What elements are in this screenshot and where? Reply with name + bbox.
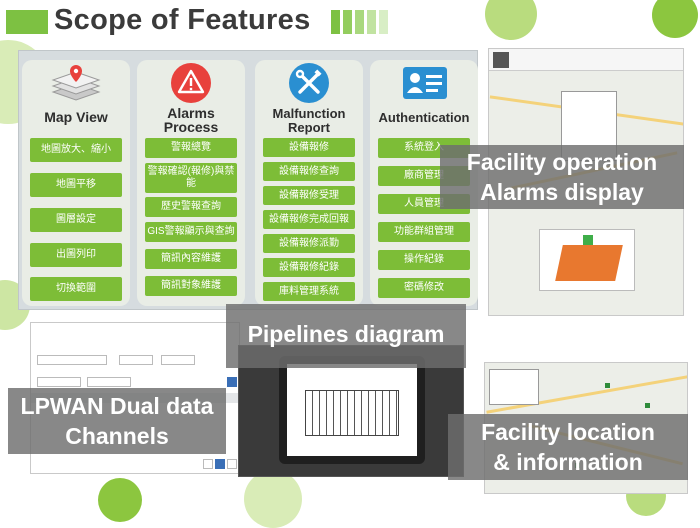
operation-log-button[interactable]: 操作紀錄 <box>378 250 470 270</box>
alarm-overview-button[interactable]: 警報總覽 <box>145 138 237 158</box>
overlay-line: Alarms display <box>480 179 644 205</box>
column-map-view: Map View 地圖放大、縮小 地圖平移 圖層設定 出圖列印 切換範圍 <box>22 60 130 306</box>
title-stripe <box>343 10 352 34</box>
id-card-icon <box>403 67 447 99</box>
building-orange-block <box>555 245 623 281</box>
alarm-history-button[interactable]: 歷史警報查詢 <box>145 197 237 217</box>
overlay-line: LPWAN Dual data <box>20 393 214 419</box>
column-malfunction-report: Malfunction Report 設備報修 設備報修查詢 設備報修受理 設備… <box>255 60 363 306</box>
overlay-line: & information <box>493 449 643 475</box>
lpwan-overlay: LPWAN Dual data Channels <box>8 388 226 454</box>
app-toolbar <box>489 49 683 71</box>
overlay-line: Pipelines diagram <box>247 321 445 347</box>
map-layers-icon <box>51 65 101 101</box>
page-title: Scope of Features <box>54 4 311 36</box>
select-field <box>87 377 131 387</box>
alert-icon <box>171 63 211 103</box>
column-authentication: Authentication 系統登入 廠商管理 人員管理 功能群組管理 操作紀… <box>370 60 478 306</box>
decor-circle <box>652 0 698 38</box>
column-alarms-process: Alarms Process 警報總覽 警報確認(報修)與禁能 歷史警報查詢 G… <box>137 60 245 306</box>
facility-location-overlay: Facility location & information <box>448 414 688 480</box>
map-pan-button[interactable]: 地圖平移 <box>30 173 122 197</box>
select-field <box>37 377 81 387</box>
search-icon-button <box>227 377 237 387</box>
title-stripe <box>379 10 388 34</box>
repair-dispatch-button[interactable]: 設備報修派勤 <box>263 234 355 253</box>
sms-recipient-button[interactable]: 簡訊對象維護 <box>145 276 237 296</box>
overlay-line: Facility location <box>481 419 655 445</box>
facility-marker <box>645 403 650 408</box>
repair-complete-button[interactable]: 設備報修完成回報 <box>263 210 355 229</box>
column-title: Authentication <box>378 110 470 125</box>
title-stripe <box>331 10 340 34</box>
map-zoom-button[interactable]: 地圖放大、縮小 <box>30 138 122 162</box>
pagination-box <box>227 459 237 469</box>
decor-circle <box>244 470 302 528</box>
alarm-confirm-button[interactable]: 警報確認(報修)與禁能 <box>145 163 237 193</box>
building-green-marker <box>583 235 593 245</box>
app-logo <box>493 52 509 68</box>
pagination-box-active <box>215 459 225 469</box>
layer-settings-button[interactable]: 圖層設定 <box>30 208 122 232</box>
column-title-line1: Alarms <box>167 105 215 121</box>
facility-operation-overlay: Facility operation Alarms display <box>440 145 684 209</box>
repair-accept-button[interactable]: 設備報修受理 <box>263 186 355 205</box>
gis-alarm-button[interactable]: GIS警報顯示與查詢 <box>145 222 237 242</box>
title-stripe <box>367 10 376 34</box>
column-title-line2: Process <box>163 119 219 135</box>
switch-extent-button[interactable]: 切換範圍 <box>30 277 122 301</box>
column-title-line1: Malfunction <box>272 106 346 121</box>
title-stripe <box>355 10 364 34</box>
column-title: Map View <box>44 109 108 125</box>
pagination-box <box>203 459 213 469</box>
search-panel <box>489 369 539 405</box>
print-map-button[interactable]: 出圖列印 <box>30 243 122 267</box>
form-field <box>119 355 153 365</box>
form-field <box>37 355 107 365</box>
form-field <box>161 355 195 365</box>
repair-query-button[interactable]: 設備報修查詢 <box>263 162 355 181</box>
repair-log-button[interactable]: 設備報修紀錄 <box>263 258 355 277</box>
inventory-system-button[interactable]: 庫料管理系統 <box>263 282 355 301</box>
password-change-button[interactable]: 密碼修改 <box>378 278 470 298</box>
pipelines-overlay: Pipelines diagram <box>226 304 466 368</box>
blueprint-grid <box>305 390 399 436</box>
facility-marker <box>605 383 610 388</box>
title-accent-block <box>6 10 48 34</box>
wrench-screwdriver-icon <box>289 63 329 103</box>
repair-request-button[interactable]: 設備報修 <box>263 138 355 157</box>
column-title-line2: Report <box>288 120 330 135</box>
group-management-button[interactable]: 功能群組管理 <box>378 222 470 242</box>
decor-circle <box>485 0 537 40</box>
overlay-line: Channels <box>65 423 169 449</box>
decor-circle <box>98 478 142 522</box>
sms-content-button[interactable]: 簡訊內容維護 <box>145 249 237 269</box>
overlay-line: Facility operation <box>466 149 658 175</box>
